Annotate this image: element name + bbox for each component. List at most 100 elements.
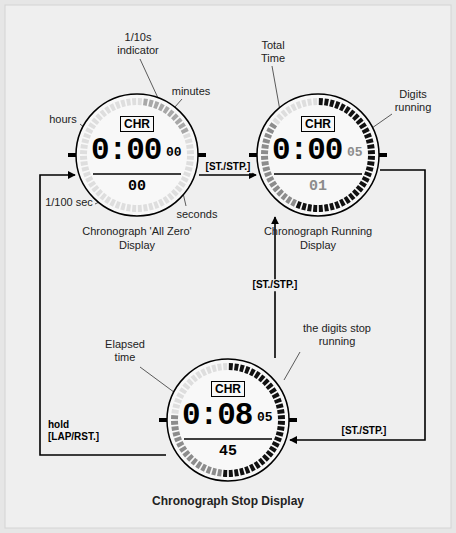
- segment: [249, 368, 256, 376]
- segment: [120, 99, 126, 107]
- segment: [178, 122, 186, 129]
- segment: [172, 403, 180, 409]
- segment: [290, 199, 297, 207]
- leader-line: [372, 114, 392, 128]
- segment: [80, 156, 87, 160]
- segment: [272, 392, 280, 399]
- segment: [176, 441, 184, 448]
- segment: [223, 470, 227, 477]
- callout-label: the digits stop running: [290, 322, 384, 347]
- segment: [272, 441, 280, 448]
- segment: [211, 364, 217, 372]
- segment: [261, 156, 268, 160]
- segment: [254, 461, 261, 469]
- segment: [187, 156, 194, 160]
- mode-indicator: CHR: [120, 116, 154, 132]
- button-label: [ST./STP.]: [204, 161, 253, 173]
- segment: [211, 468, 217, 476]
- callout-label: Total Time: [252, 39, 294, 64]
- segment: [104, 106, 111, 114]
- segment: [296, 101, 302, 109]
- segment: [80, 150, 87, 154]
- segment: [126, 98, 131, 106]
- segment: [126, 204, 131, 212]
- segment: [239, 364, 245, 372]
- segment: [276, 431, 284, 437]
- leader-line: [140, 59, 158, 98]
- segment: [239, 468, 245, 476]
- segment: [217, 363, 222, 371]
- segment: [307, 98, 312, 106]
- segment: [296, 201, 302, 209]
- segment: [115, 101, 121, 109]
- segment: [359, 122, 367, 129]
- segment: [217, 469, 222, 477]
- segment: [171, 415, 178, 419]
- segment-ring: [171, 363, 285, 477]
- segment: [83, 171, 91, 177]
- bezel: [76, 94, 198, 216]
- segment: [264, 171, 272, 177]
- tick-mark: [159, 418, 167, 422]
- segment: [181, 176, 189, 183]
- bezel: [257, 94, 379, 216]
- segment: [339, 103, 346, 111]
- main-digits: 0:00: [272, 135, 342, 166]
- segment: [171, 409, 179, 414]
- segment: [187, 150, 194, 154]
- callout-label: Elapsed time: [96, 338, 154, 363]
- segment: [301, 99, 307, 107]
- segment: [206, 466, 212, 474]
- segment: [143, 98, 148, 106]
- segment: [185, 166, 193, 172]
- segment: [339, 199, 346, 207]
- segment: [313, 205, 317, 212]
- tick-mark: [249, 153, 257, 157]
- lower-digits: 01: [309, 179, 327, 194]
- segment: [261, 150, 268, 154]
- watch-display: CHR0:000000Chronograph 'All Zero' Displa…: [75, 93, 199, 217]
- segment: [364, 171, 372, 177]
- divider-line: [184, 438, 272, 440]
- panel: [5, 5, 451, 528]
- segment: [229, 470, 233, 477]
- segment: [83, 133, 91, 139]
- segment: [132, 205, 136, 212]
- segment: [366, 166, 374, 172]
- display-caption: Chronograph Stop Display: [118, 494, 338, 509]
- segment: [329, 99, 335, 107]
- segment: [138, 98, 142, 105]
- main-digits: 0:08: [182, 400, 252, 431]
- divider-line: [93, 173, 181, 175]
- segment: [143, 204, 148, 212]
- segment: [153, 101, 159, 109]
- segment: [249, 464, 256, 472]
- segment: [290, 103, 297, 111]
- button-label: [ST./STP.]: [251, 279, 300, 291]
- small-digits: 00: [166, 146, 182, 159]
- segment: [171, 421, 178, 425]
- segment: [313, 98, 317, 105]
- segment: [195, 371, 202, 379]
- segment: [329, 203, 335, 211]
- segment: [274, 436, 282, 442]
- segment: [176, 392, 184, 399]
- small-digits: 05: [257, 411, 273, 424]
- segment: [229, 363, 233, 370]
- segment: [244, 366, 250, 374]
- watch-display: CHR0:000501Chronograph Running Display: [256, 93, 380, 217]
- flow-arrow: [290, 170, 425, 440]
- segment: [148, 99, 154, 107]
- callout-label: 1/100 sec: [42, 196, 96, 209]
- segment: [234, 363, 239, 371]
- segment: [344, 196, 351, 204]
- segment: [132, 98, 136, 105]
- segment: [153, 201, 159, 209]
- segment: [301, 203, 307, 211]
- segment: [109, 103, 116, 111]
- segment: [244, 466, 250, 474]
- segment: [264, 133, 272, 139]
- segment: [163, 196, 170, 204]
- segment: [266, 127, 274, 134]
- segment: [278, 415, 285, 419]
